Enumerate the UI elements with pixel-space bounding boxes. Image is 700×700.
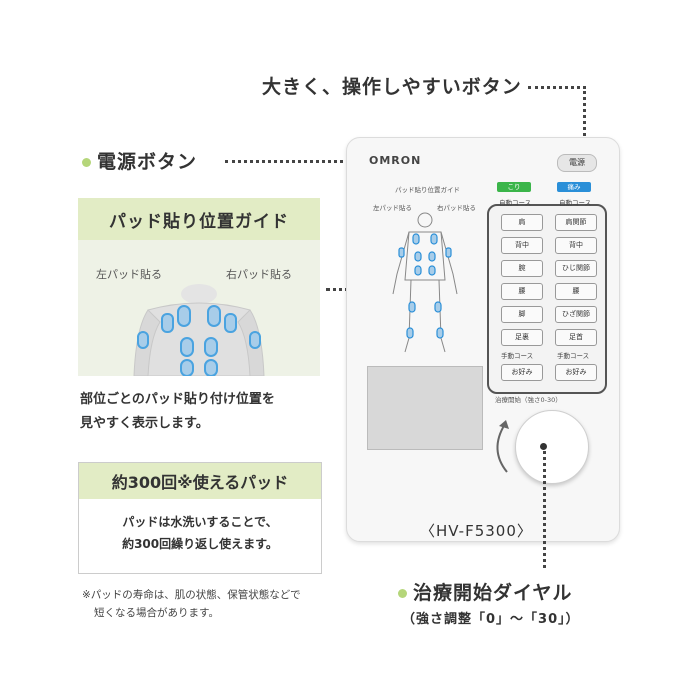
lcd-display xyxy=(367,366,483,450)
dial-callout-endpoint xyxy=(540,443,547,450)
omron-logo: OMRON xyxy=(369,154,422,167)
guide-left-label: 左パッド貼る xyxy=(96,268,162,281)
buttons-callout-line xyxy=(528,86,586,89)
note-line1: ※パッドの寿命は、肌の状態、保管状態などで xyxy=(82,589,301,601)
dial-arrow-icon xyxy=(496,420,509,473)
guide-desc-line1: 部位ごとのパッド貼り付け位置を xyxy=(80,392,275,407)
pad-body-line2: 約300回繰り返し使えます。 xyxy=(122,537,278,551)
buttons-callout-title: 大きく、操作しやすいボタン xyxy=(262,76,522,98)
green-bullet-icon xyxy=(398,589,407,598)
power-callout-label: 電源ボタン xyxy=(97,151,198,173)
guide-desc-line2: 見やすく表示します。 xyxy=(80,416,209,431)
dial-callout-label: 治療開始ダイヤル xyxy=(413,582,573,604)
btn-favorite-right[interactable]: お好み xyxy=(555,364,597,381)
tag-itami: 痛み xyxy=(557,182,591,192)
power-button[interactable]: 電源 xyxy=(557,154,597,172)
guide-description: 部位ごとのパッド貼り付け位置を 見やすく表示します。 xyxy=(80,388,275,436)
course-button-panel: 自動コース 自動コース 肩 背中 腕 腰 脚 足裏 肩関節 背中 ひじ関節 腰 … xyxy=(487,199,607,394)
device-left-label: 左パッド貼る xyxy=(373,204,412,212)
green-bullet-icon xyxy=(82,158,91,167)
dial-label: 治療開始（強さ0-30） xyxy=(495,396,562,404)
btn-elbow-joint[interactable]: ひじ関節 xyxy=(555,260,597,277)
btn-arm[interactable]: 腕 xyxy=(501,260,543,277)
pad-info-panel: 約300回※使えるパッド パッドは水洗いすることで、 約300回繰り返し使えます… xyxy=(78,462,322,574)
btn-shoulder-joint[interactable]: 肩関節 xyxy=(555,214,597,231)
device-right-label: 右パッド貼る xyxy=(437,204,476,212)
dial-callout-title: 治療開始ダイヤル xyxy=(398,578,572,605)
btn-ankle[interactable]: 足首 xyxy=(555,329,597,346)
btn-favorite-left[interactable]: お好み xyxy=(501,364,543,381)
pad-body-line1: パッドは水洗いすることで、 xyxy=(122,515,278,529)
btn-leg[interactable]: 脚 xyxy=(501,306,543,323)
btn-waist-pain[interactable]: 腰 xyxy=(555,283,597,300)
power-callout-title: 電源ボタン xyxy=(82,147,197,174)
pad-guide-panel: パッド貼り位置ガイド 左パッド貼る 右パッド貼る xyxy=(78,198,320,376)
guide-right-label: 右パッド貼る xyxy=(226,268,292,281)
btn-shoulder[interactable]: 肩 xyxy=(501,214,543,231)
device-body-figure xyxy=(392,212,458,353)
manual-course-left-label: 手動コース xyxy=(501,352,534,360)
pad-lifetime-note: ※パッドの寿命は、肌の状態、保管状態などで 短くなる場合があります。 xyxy=(82,586,301,622)
device-guide-label: パッド貼り位置ガイド xyxy=(395,186,460,194)
auto-course-right-label: 自動コース xyxy=(559,199,592,207)
btn-back-pain[interactable]: 背中 xyxy=(555,237,597,254)
auto-course-left-label: 自動コース xyxy=(499,199,532,207)
pad-info-title: 約300回※使えるパッド xyxy=(79,463,321,499)
dial-callout-line xyxy=(543,446,546,568)
tag-kori: こり xyxy=(497,182,531,192)
btn-sole[interactable]: 足裏 xyxy=(501,329,543,346)
manual-course-right-label: 手動コース xyxy=(557,352,590,360)
btn-waist[interactable]: 腰 xyxy=(501,283,543,300)
pad-info-body: パッドは水洗いすることで、 約300回繰り返し使えます。 xyxy=(79,511,321,555)
btn-back[interactable]: 背中 xyxy=(501,237,543,254)
dial-callout-sub: （強さ調整「0」〜「30」） xyxy=(402,612,580,627)
note-line2: 短くなる場合があります。 xyxy=(94,607,219,619)
pad-guide-title: パッド貼り位置ガイド xyxy=(78,198,320,240)
btn-knee-joint[interactable]: ひざ関節 xyxy=(555,306,597,323)
treatment-dial[interactable] xyxy=(515,410,589,484)
device-panel: OMRON 電源 パッド貼り位置ガイド 左パッド貼る 右パッド貼る こ xyxy=(346,137,620,542)
body-back-illustration xyxy=(133,284,265,376)
model-number: 〈HV-F5300〉 xyxy=(420,522,533,540)
